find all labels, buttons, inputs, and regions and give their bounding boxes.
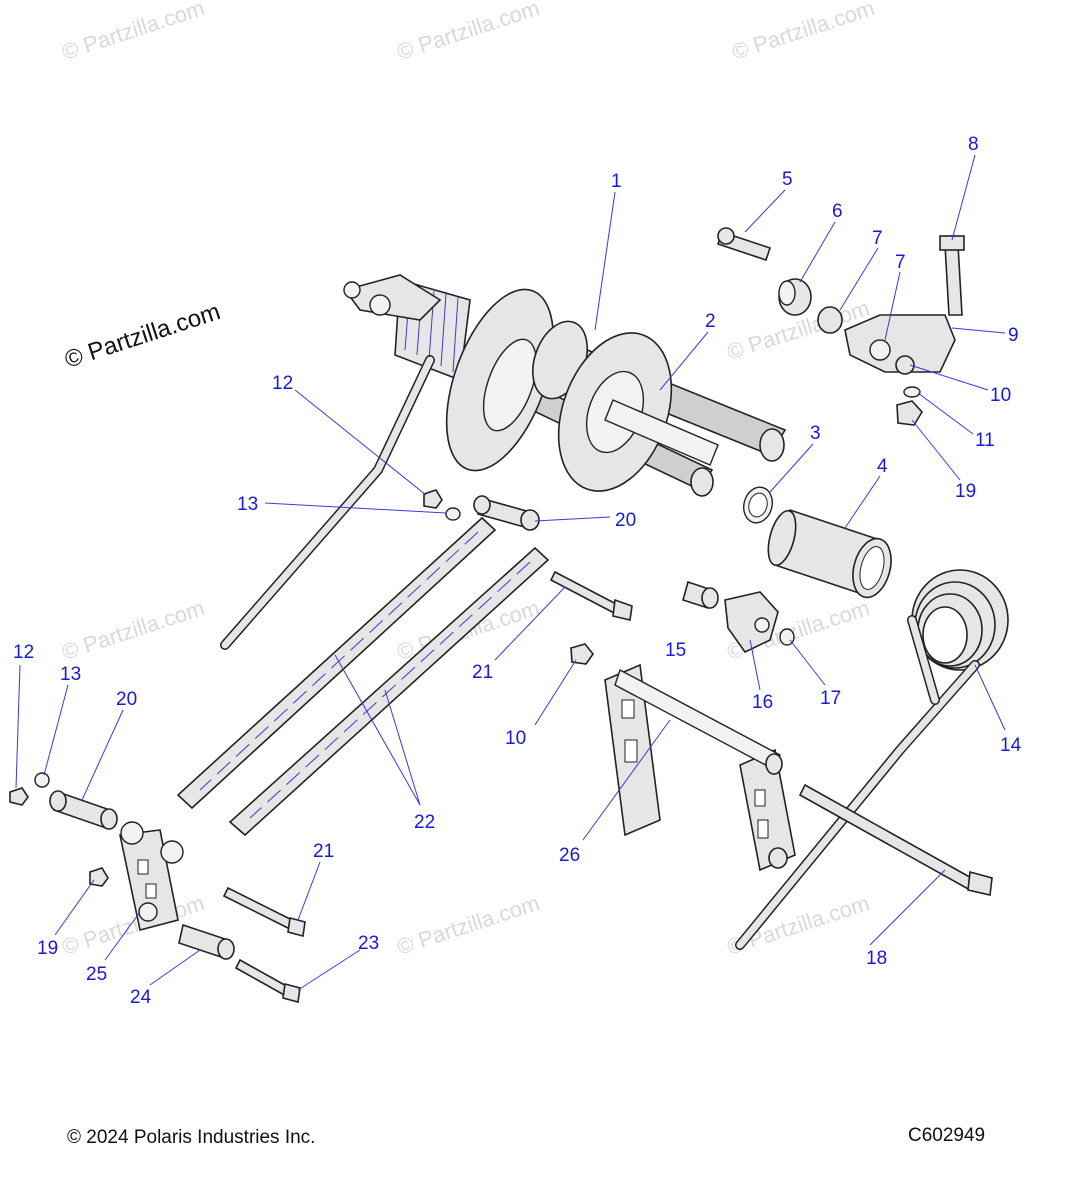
callout-22: 22 (414, 812, 435, 833)
callout-13a: 13 (237, 494, 258, 515)
watermark: © Partzilla.com (724, 890, 873, 960)
links-22 (176, 516, 550, 837)
link-plate-25 (119, 821, 184, 931)
callout-3: 3 (810, 423, 821, 444)
callout-8: 8 (968, 134, 979, 155)
watermark: © Partzilla.com (729, 0, 878, 65)
callout-16: 16 (752, 692, 773, 713)
callout-11: 11 (975, 430, 995, 451)
bolt-21-top (549, 570, 622, 616)
callout-10b: 10 (505, 728, 526, 749)
callout-10a: 10 (990, 385, 1011, 406)
callout-19a: 19 (955, 481, 976, 502)
bolt-8 (944, 244, 963, 316)
left-spring-arm (220, 355, 435, 650)
callout-6: 6 (832, 201, 843, 222)
callout-7b: 7 (895, 252, 906, 273)
copyright-text: © 2024 Polaris Industries Inc. (67, 1127, 316, 1148)
top-right-hardware (716, 227, 965, 426)
callout-1: 1 (611, 171, 622, 192)
nut-10-lower (570, 643, 594, 665)
nut-19-lower (89, 867, 109, 887)
leader-lines (15, 154, 1006, 991)
callout-5: 5 (782, 169, 793, 190)
callout-25: 25 (86, 964, 107, 985)
washer-13-lower (34, 772, 50, 788)
callout-labels: 1 2 3 4 5 6 7 7 8 9 10 11 19 12 13 20 21… (13, 134, 1022, 1008)
callout-13b: 13 (60, 664, 81, 685)
callout-18: 18 (866, 948, 887, 969)
bolt-21-lower (222, 886, 298, 932)
shock-shaft (604, 399, 719, 466)
shock-top-bushing (369, 294, 391, 316)
callout-2: 2 (705, 311, 716, 332)
partzilla-logo: © Partzilla.com (62, 298, 224, 374)
bolt-8-head (939, 235, 965, 251)
callout-26: 26 (559, 845, 580, 866)
callout-9: 9 (1008, 325, 1019, 346)
shock-top-bolt (343, 281, 361, 299)
callout-14: 14 (1000, 735, 1022, 756)
block-16 (724, 591, 779, 654)
watermark: © Partzilla.com (59, 0, 208, 65)
washer-7a (817, 306, 843, 334)
callout-21b: 21 (313, 841, 334, 862)
callout-17: 17 (820, 688, 841, 709)
callout-12b: 12 (13, 642, 34, 663)
watermark: © Partzilla.com (394, 0, 543, 65)
washer-7b (869, 339, 891, 361)
callout-4: 4 (877, 456, 888, 477)
callout-12a: 12 (272, 373, 293, 394)
shock-absorber-assembly (343, 274, 787, 497)
callout-24: 24 (130, 987, 152, 1008)
callout-23: 23 (358, 933, 379, 954)
watermark: © Partzilla.com (59, 595, 208, 665)
torsion-spring-14 (735, 569, 1009, 950)
callout-15: 15 (665, 640, 686, 661)
nut-12-top (423, 489, 443, 509)
callout-7a: 7 (872, 228, 883, 249)
watermark: © Partzilla.com (394, 890, 543, 960)
nut-12-lower (9, 787, 29, 806)
washer-13-top (445, 507, 461, 521)
callout-21a: 21 (472, 662, 493, 683)
shock-end-cap (759, 428, 785, 462)
washer-11 (903, 386, 921, 398)
bolt-23 (234, 958, 292, 998)
shock-rod-end (690, 467, 714, 497)
nut-19-top (896, 400, 923, 426)
nut-10-top (895, 355, 915, 375)
shock-top-eye (343, 274, 442, 321)
frame-26 (604, 663, 796, 872)
callout-19b: 19 (37, 938, 58, 959)
sleeve-and-ring (742, 486, 892, 599)
callout-20b: 20 (116, 689, 137, 710)
callout-20a: 20 (615, 510, 636, 531)
diagram-code: C602949 (908, 1125, 986, 1146)
